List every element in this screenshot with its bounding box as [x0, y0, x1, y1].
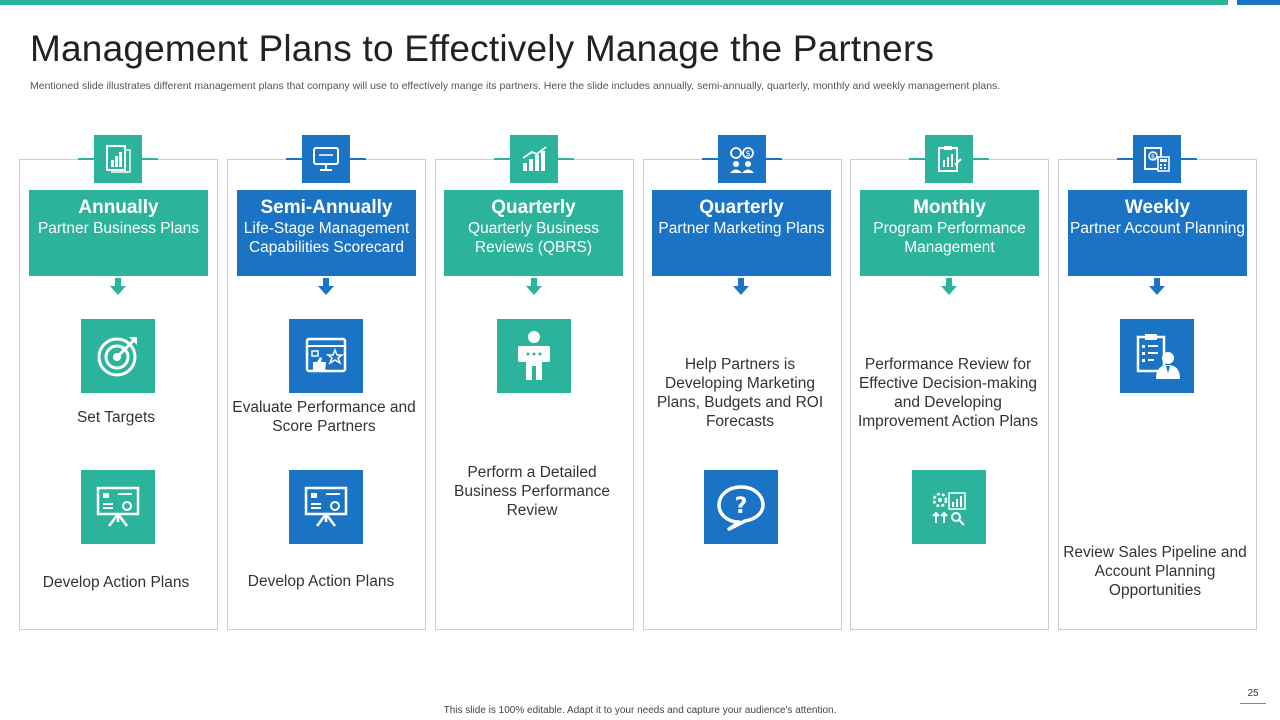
plan-step-text: Review Sales Pipeline and Account Planni…	[1063, 544, 1247, 599]
person-sign-icon	[497, 319, 571, 393]
page-number-underline	[1240, 703, 1266, 704]
plan-title: Quarterly Business Reviews (QBRS)	[468, 220, 599, 256]
plan-step-text: Develop Action Plans	[42, 574, 190, 591]
plan-step-text: Set Targets	[76, 409, 156, 426]
plan-period: Quarterly	[699, 197, 784, 218]
down-arrow-icon	[941, 278, 957, 295]
plan-heading-quarterly-marketing: Quarterly Partner Marketing Plans	[652, 190, 831, 276]
plan-heading-annually: Annually Partner Business Plans	[29, 190, 208, 276]
plan-period: Annually	[78, 197, 159, 218]
svg-text:$: $	[745, 149, 750, 158]
plan-step-text: Evaluate Performance and Score Partners	[232, 399, 416, 435]
down-arrow-icon	[733, 278, 749, 295]
down-arrow-icon	[110, 278, 126, 295]
performance-dashboard-icon	[912, 470, 986, 544]
business-report-icon	[94, 135, 142, 183]
plan-period: Monthly	[913, 197, 986, 218]
plan-title: Partner Account Planning	[1070, 220, 1245, 237]
plan-period: Quarterly	[491, 197, 576, 218]
svg-text:?: ?	[735, 494, 748, 519]
plan-heading-weekly: Weekly Partner Account Planning	[1068, 190, 1247, 276]
svg-text:$: $	[1151, 153, 1155, 161]
growth-chart-icon	[510, 135, 558, 183]
feedback-rating-icon	[289, 319, 363, 393]
plan-step-text: Develop Action Plans	[247, 573, 395, 590]
plan-step-text: Performance Review for Effective Decisio…	[857, 356, 1039, 430]
footer-note: This slide is 100% editable. Adapt it to…	[443, 705, 837, 716]
plan-title: Partner Marketing Plans	[658, 220, 825, 237]
plan-heading-semi-annually: Semi-Annually Life-Stage Management Capa…	[237, 190, 416, 276]
presentation-board-icon	[81, 470, 155, 544]
plan-title: Program Performance Management	[873, 220, 1026, 256]
page-number: 25	[1247, 688, 1259, 699]
page-subtitle: Mentioned slide illustrates different ma…	[30, 80, 1001, 92]
plan-title: Life-Stage Management Capabilities Score…	[243, 220, 410, 256]
down-arrow-icon	[526, 278, 542, 295]
planner-person-icon	[1120, 319, 1194, 393]
question-bubble-icon: ?	[704, 470, 778, 544]
presentation-board-icon	[289, 470, 363, 544]
accounting-icon: $	[1133, 135, 1181, 183]
target-icon	[81, 319, 155, 393]
top-accent-bar	[0, 0, 1228, 5]
down-arrow-icon	[1149, 278, 1165, 295]
clipboard-chart-icon	[925, 135, 973, 183]
plan-step-text: Perform a Detailed Business Performance …	[454, 464, 610, 519]
plan-period: Semi-Annually	[260, 197, 393, 218]
plan-heading-quarterly-qbr: Quarterly Quarterly Business Reviews (QB…	[444, 190, 623, 276]
monitor-icon	[302, 135, 350, 183]
top-accent-bar-blue	[1237, 0, 1280, 5]
team-finance-icon: $	[718, 135, 766, 183]
page-title: Management Plans to Effectively Manage t…	[30, 28, 935, 69]
plan-period: Weekly	[1124, 197, 1191, 218]
plan-title: Partner Business Plans	[37, 220, 200, 237]
plan-step-text: Help Partners is Developing Marketing Pl…	[656, 356, 824, 430]
plan-heading-monthly: Monthly Program Performance Management	[860, 190, 1039, 276]
down-arrow-icon	[318, 278, 334, 295]
